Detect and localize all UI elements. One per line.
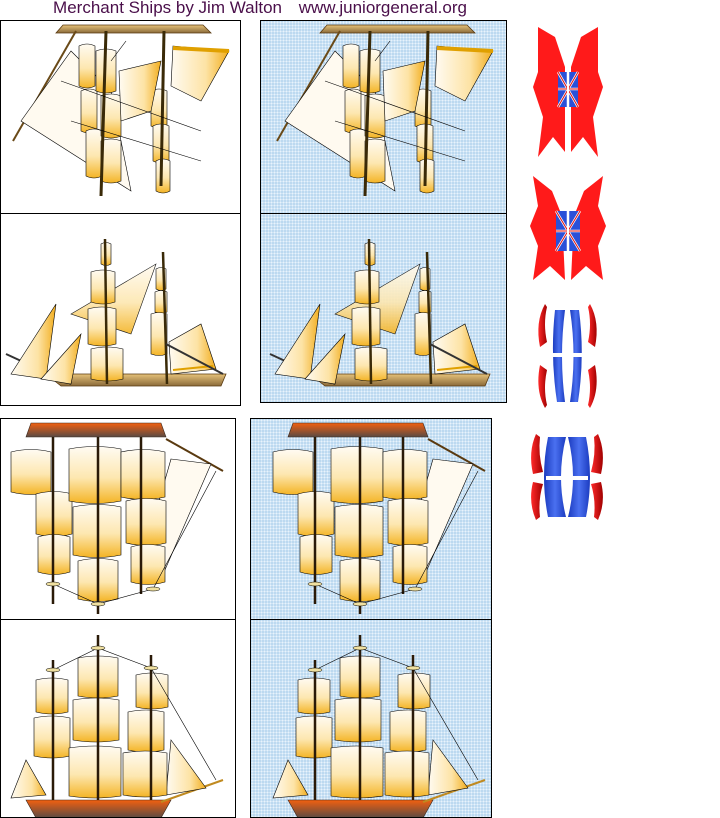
ship-illustration-icon (9, 421, 225, 616)
ship-illustration-icon (11, 23, 231, 198)
ship-top-view (1, 419, 235, 619)
brig-side-view (1, 213, 240, 405)
title-text: Merchant Ships by Jim Walton (53, 0, 282, 17)
red-ensign-flag-icon (533, 27, 603, 157)
ship-sea-sheet (250, 418, 492, 818)
blue-pennant-flag-icon (538, 304, 597, 408)
brig-side-view (261, 213, 506, 402)
ship-side-view (251, 619, 491, 817)
brig-sea-sheet (260, 20, 507, 403)
red-ensign-flag-icon (530, 176, 606, 280)
brig-top-view (1, 21, 240, 213)
blue-pennant-flag-icon (531, 434, 603, 520)
ship-illustration-icon (4, 237, 228, 388)
ship-illustration-icon (271, 633, 487, 817)
brig-top-view (261, 21, 506, 213)
brig-plain-sheet (0, 20, 241, 406)
ship-side-view (1, 619, 235, 817)
ship-illustration-icon (268, 237, 492, 388)
ship-plain-sheet (0, 418, 236, 818)
ship-illustration-icon (271, 421, 487, 616)
site-url[interactable]: www.juniorgeneral.org (298, 0, 467, 17)
ship-top-view (251, 419, 491, 619)
page-title: Merchant Ships by Jim Walton www.juniorg… (0, 0, 520, 18)
ship-illustration-icon (9, 633, 225, 817)
ship-illustration-icon (275, 23, 495, 198)
